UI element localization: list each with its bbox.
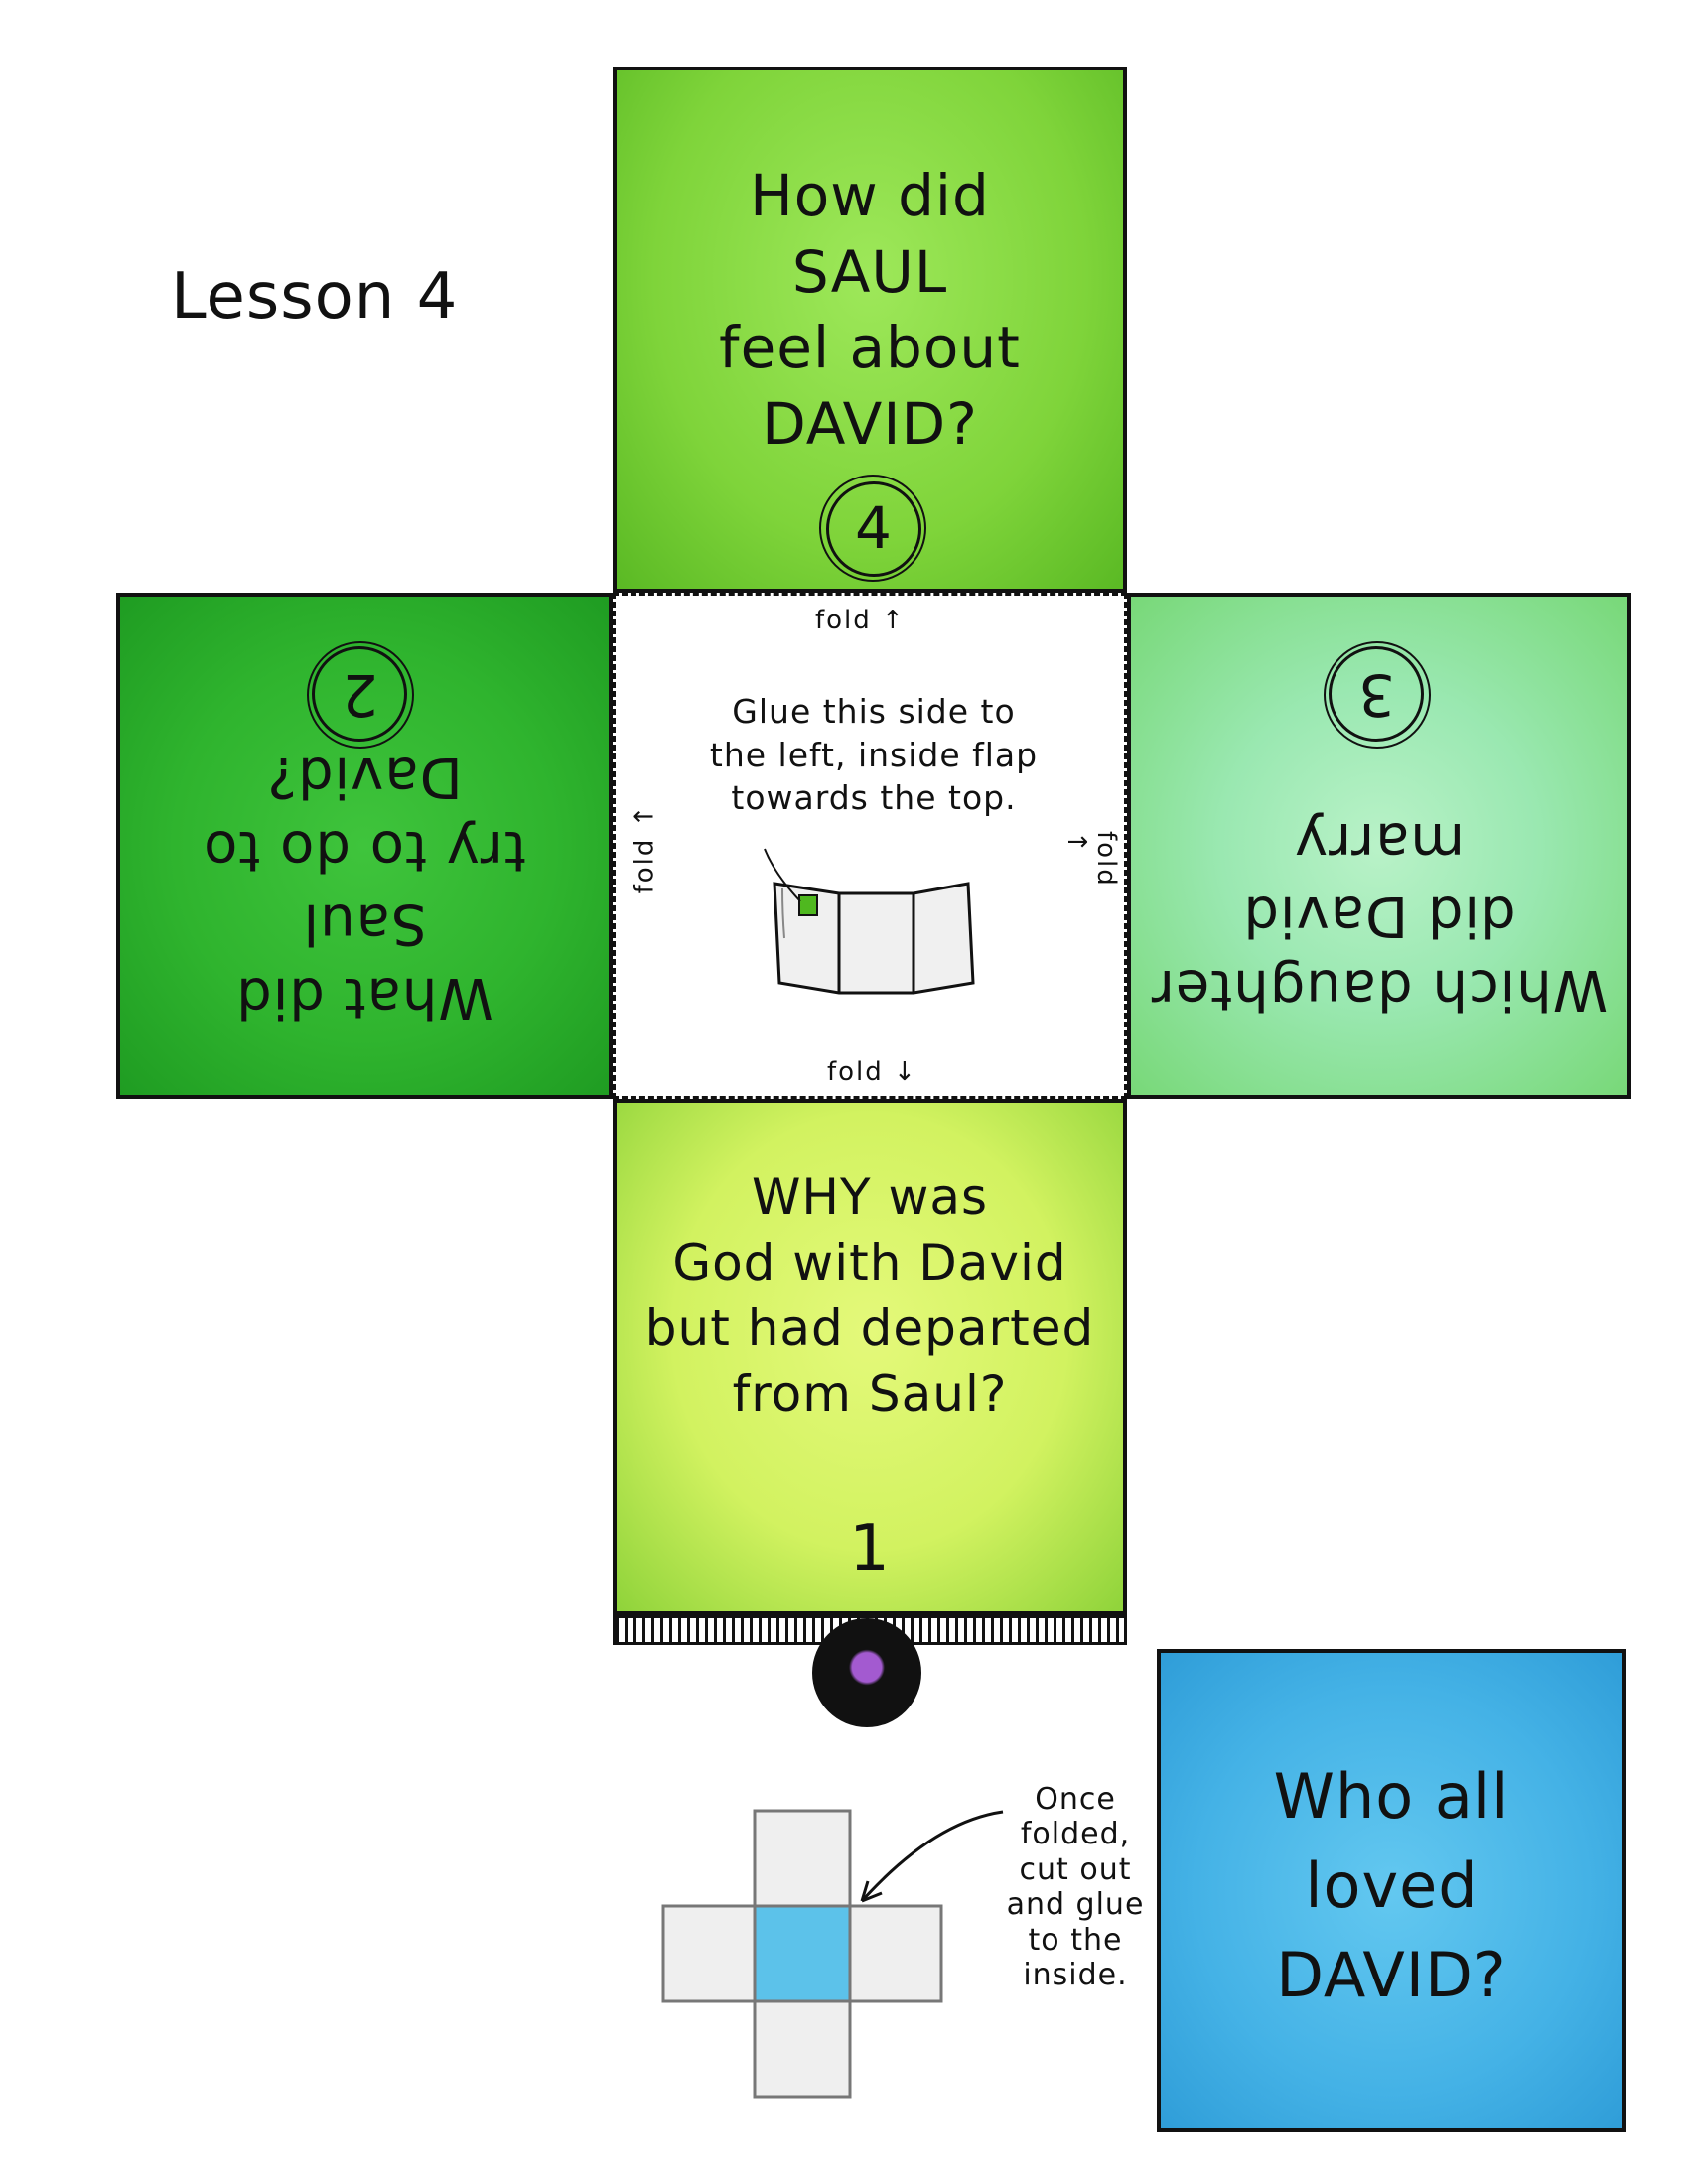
instruction-line: the left, inside flap <box>709 735 1039 774</box>
panel-center-glue-side: fold ↑ fold ↑ fold ↑ fold ↓ <box>613 593 1127 1099</box>
fold-label-left: fold ↑ <box>630 803 660 894</box>
panel-right-question-3: Which daughter did David marry 3 <box>1127 593 1631 1099</box>
panel-bottom-text: WHY was God with David but had departed … <box>617 1164 1123 1427</box>
fold-label-top: fold ↑ <box>815 606 906 635</box>
panel-left-question-2: What did Saul try to do to David? 2 <box>116 593 613 1099</box>
panel-left-line: David? <box>266 745 463 810</box>
panel-blue-line: DAVID? <box>1276 1938 1507 2011</box>
panel-bottom-question-1: WHY was God with David but had departed … <box>613 1099 1127 1615</box>
folded-booklet-icon <box>764 848 975 995</box>
panel-top-question-4: How did SAUL feel about DAVID? 4 <box>613 67 1127 593</box>
hole-punch-icon <box>812 1618 921 1727</box>
panel-left-rotated: What did Saul try to do to David? 2 <box>120 597 609 1095</box>
note-line: to the <box>1028 1922 1123 1958</box>
fold-label-bottom: fold ↓ <box>827 1057 917 1087</box>
number-badge: 4 <box>819 475 926 582</box>
panel-bottom-line: WHY was <box>751 1168 989 1226</box>
panel-left-line: Saul <box>302 891 427 957</box>
panel-right-rotated: Which daughter did David marry 3 <box>1131 597 1627 1095</box>
panel-top-line: DAVID? <box>762 389 978 458</box>
panel-blue-line: loved <box>1305 1848 1478 1922</box>
instruction-line: towards the top. <box>731 778 1017 818</box>
note-line: Once <box>1035 1782 1116 1817</box>
instruction-line: Glue this side to <box>732 692 1016 731</box>
panel-top-line: How did <box>750 162 990 229</box>
panel-blue-text: Who all loved DAVID? <box>1161 1752 1622 2020</box>
panel-blue-line: Who all <box>1273 1760 1510 1833</box>
panel-right-line: Which daughter <box>1150 957 1609 1022</box>
panel-left-line: try to do to <box>203 818 526 884</box>
lesson-title: Lesson 4 <box>171 260 459 334</box>
note-line: cut out <box>1019 1851 1132 1887</box>
panel-top-text: How did SAUL feel about DAVID? <box>617 158 1123 462</box>
arrow-icon <box>860 1810 1004 1903</box>
panel-number: 1 <box>849 1512 891 1585</box>
panel-bottom-line: from Saul? <box>732 1365 1008 1423</box>
fold-label-right: fold ↑ <box>1061 831 1121 887</box>
number-badge: 3 <box>1329 646 1424 742</box>
panel-left-text: What did Saul try to do to David? <box>120 740 609 1033</box>
folded-note: Once folded, cut out and glue to the ins… <box>996 1782 1155 1992</box>
panel-right-text: Which daughter did David marry <box>1131 805 1627 1025</box>
note-line: inside. <box>1023 1957 1128 1992</box>
panel-right-line: marry <box>1293 810 1466 876</box>
panel-bottom-line: but had departed <box>644 1299 1095 1357</box>
glue-instructions: Glue this side to the left, inside flap … <box>665 690 1082 820</box>
panel-top-line: feel about <box>719 314 1021 382</box>
note-line: folded, <box>1020 1817 1131 1852</box>
panel-bottom-line: God with David <box>672 1234 1067 1292</box>
panel-left-line: What did <box>235 965 493 1029</box>
panel-blue-question: Who all loved DAVID? <box>1157 1649 1626 2132</box>
note-line: and glue <box>1006 1887 1145 1923</box>
panel-right-line: did David <box>1242 884 1516 949</box>
number-badge: 2 <box>312 646 407 742</box>
panel-top-line: SAUL <box>791 237 948 306</box>
cross-net-icon <box>661 1809 943 2099</box>
